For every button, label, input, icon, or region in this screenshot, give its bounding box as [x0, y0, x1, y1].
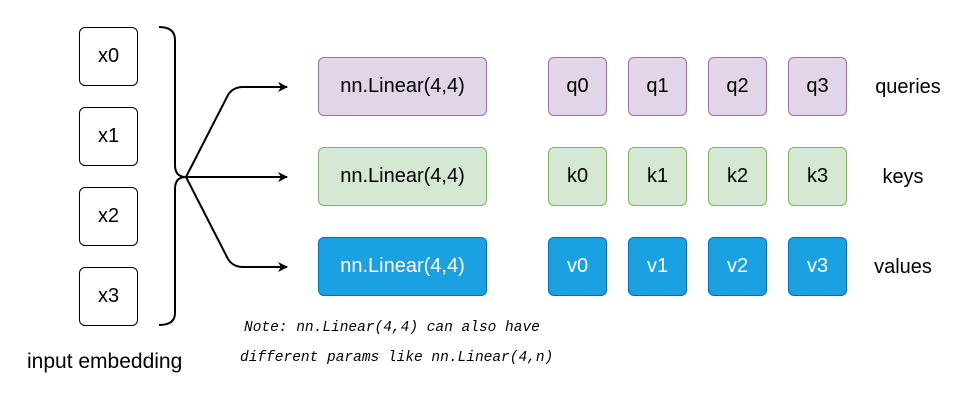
query-vector-q0: q0 [548, 57, 607, 116]
input-token-x1: x1 [79, 107, 138, 166]
note-line-1: Note: nn.Linear(4,4) can also have [244, 320, 540, 336]
query-vector-q3: q3 [788, 57, 847, 116]
value-vector-v1: v1 [628, 237, 687, 296]
key-vector-k3: k3 [788, 147, 847, 206]
query-vector-q1: q1 [628, 57, 687, 116]
values-label: values [874, 256, 932, 278]
arrow-to-values [185, 176, 288, 272]
linear-layer-queries: nn.Linear(4,4) [318, 57, 487, 116]
value-vector-v3: v3 [788, 237, 847, 296]
input-brace [158, 26, 187, 326]
queries-label: queries [875, 76, 941, 98]
input-token-x3: x3 [79, 267, 138, 326]
input-embedding-caption: input embedding [27, 350, 183, 373]
key-vector-k1: k1 [628, 147, 687, 206]
linear-layer-values: nn.Linear(4,4) [318, 237, 487, 296]
linear-layer-keys: nn.Linear(4,4) [318, 147, 487, 206]
keys-label: keys [882, 166, 924, 188]
value-vector-v2: v2 [708, 237, 767, 296]
query-vector-q2: q2 [708, 57, 767, 116]
key-vector-k2: k2 [708, 147, 767, 206]
note-line-2: different params like nn.Linear(4,n) [240, 350, 554, 366]
input-token-x2: x2 [79, 187, 138, 246]
arrow-to-queries [185, 82, 288, 178]
input-token-x0: x0 [79, 27, 138, 86]
key-vector-k0: k0 [548, 147, 607, 206]
value-vector-v0: v0 [548, 237, 607, 296]
